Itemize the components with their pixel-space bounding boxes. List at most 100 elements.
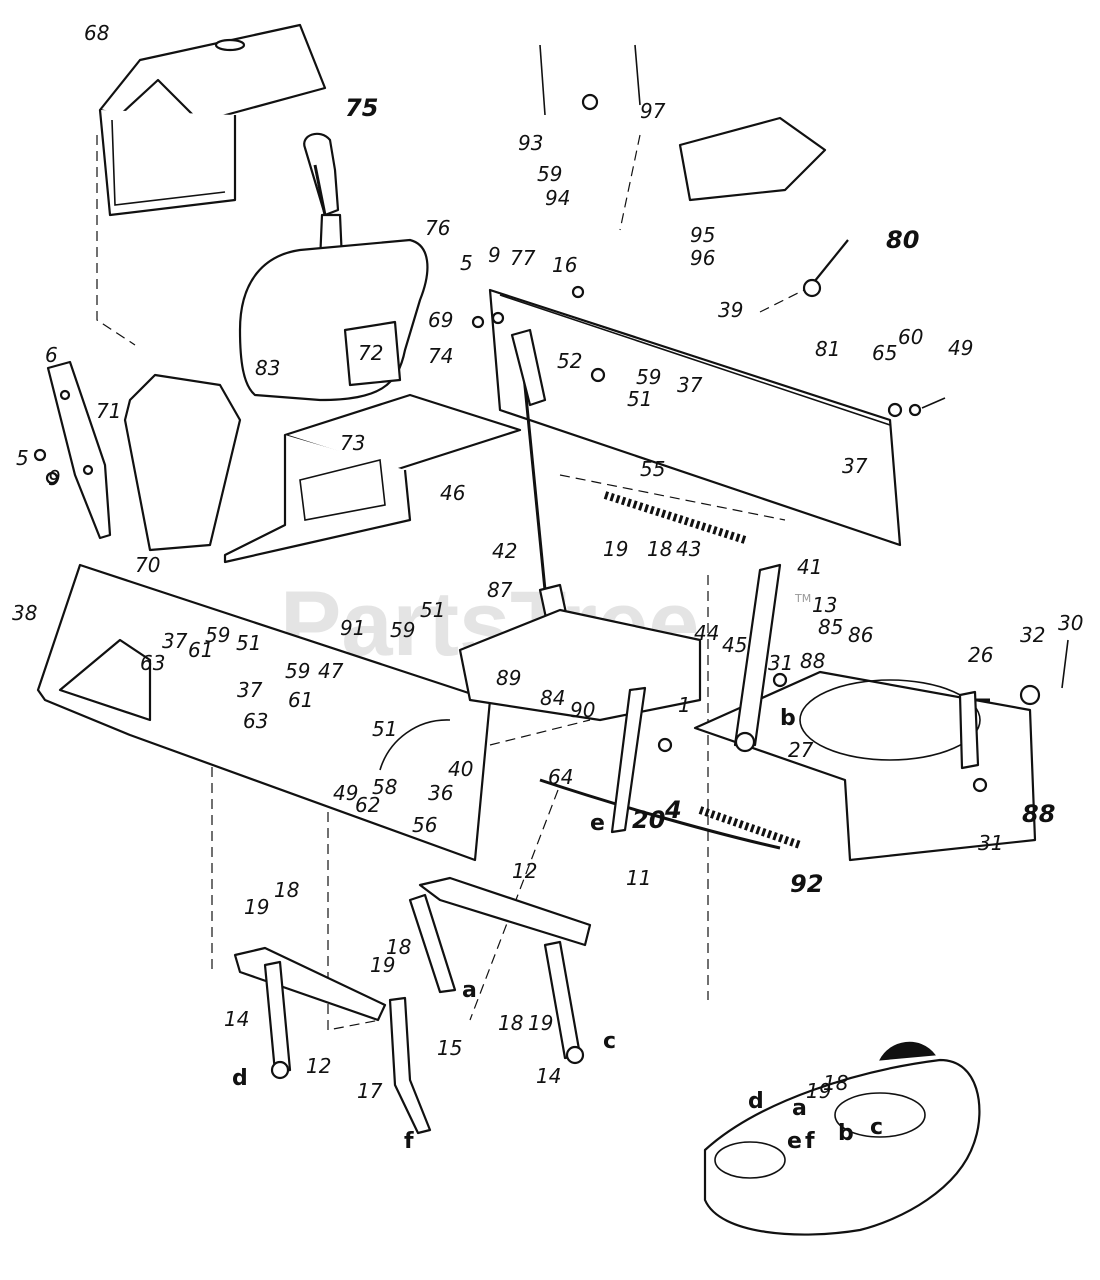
label-letter-c: c	[603, 1029, 616, 1054]
part-17-arm	[388, 996, 432, 1135]
part-39-cross-bar	[488, 288, 902, 547]
label-18-lower-left: 18	[274, 878, 299, 902]
part-6-bracket	[46, 360, 112, 540]
label-14-right: 14	[536, 1064, 561, 1088]
part-15-arm	[408, 893, 457, 994]
label-72: 72	[358, 341, 383, 365]
label-17: 17	[357, 1079, 383, 1103]
label-63-lower: 63	[243, 709, 268, 733]
label-5-left: 5	[16, 446, 29, 470]
label-19-center: 19	[370, 953, 395, 977]
label-86: 86	[848, 623, 873, 647]
label-14-left: 14	[224, 1007, 249, 1031]
part-38-side-panel	[36, 563, 492, 862]
label-55: 55	[640, 457, 665, 481]
label-59-left: 59	[205, 623, 230, 647]
label-58: 58	[372, 775, 397, 799]
label-59-lower: 59	[285, 659, 310, 683]
label-80: 80	[886, 226, 919, 254]
label-77: 77	[510, 246, 536, 270]
label-70: 70	[135, 553, 160, 577]
label-93: 93	[518, 131, 543, 155]
label-deck-c: c	[870, 1115, 883, 1140]
label-18-deck: 18	[823, 1071, 848, 1095]
label-49-right: 49	[948, 336, 973, 360]
label-37-top: 37	[677, 373, 703, 397]
label-95: 95	[690, 223, 715, 247]
label-letter-a: a	[462, 978, 477, 1003]
watermark-trademark: TM	[794, 592, 811, 605]
label-51-center: 51	[420, 598, 445, 622]
label-9-left: 9	[48, 466, 61, 490]
label-65: 65	[872, 341, 897, 365]
label-74: 74	[428, 344, 453, 368]
label-letter-e: e	[590, 811, 605, 836]
label-71: 71	[96, 399, 121, 423]
label-31-mid: 31	[768, 651, 793, 675]
label-12-lower: 12	[306, 1054, 331, 1078]
label-59-center: 59	[390, 618, 415, 642]
label-38: 38	[12, 601, 37, 625]
part-20-link	[610, 686, 647, 834]
label-19-mid: 19	[603, 537, 628, 561]
label-60: 60	[898, 325, 923, 349]
label-76: 76	[425, 216, 450, 240]
label-11: 11	[626, 866, 651, 890]
part-70-side-plate	[123, 373, 242, 552]
label-40: 40	[448, 757, 473, 781]
label-73: 73	[340, 431, 365, 455]
label-letter-b: b	[780, 706, 796, 731]
label-88-mid: 88	[800, 649, 825, 673]
label-87: 87	[487, 578, 513, 602]
label-56: 56	[412, 813, 437, 837]
hardware-items	[33, 44, 1069, 793]
label-63-left: 63	[140, 651, 165, 675]
label-deck-a: a	[792, 1096, 807, 1121]
label-75: 75	[345, 94, 378, 122]
label-19-lower-left: 19	[244, 895, 269, 919]
label-18-mid: 18	[647, 537, 672, 561]
part-41-lift-arm	[733, 563, 782, 753]
label-42: 42	[492, 539, 517, 563]
label-26: 26	[968, 643, 993, 667]
label-51-left: 51	[236, 631, 261, 655]
label-51-lower: 51	[372, 717, 397, 741]
label-deck-d: d	[748, 1089, 764, 1114]
label-36: 36	[428, 781, 453, 805]
label-51-mid: 51	[627, 387, 652, 411]
label-20: 20	[632, 806, 665, 834]
label-4: 4	[664, 796, 682, 824]
label-31-right: 31	[978, 831, 1003, 855]
label-91: 91	[340, 616, 365, 640]
label-49-lower: 49	[333, 781, 358, 805]
label-64: 64	[548, 765, 573, 789]
label-12-upper: 12	[512, 859, 537, 883]
label-69: 69	[428, 308, 453, 332]
label-deck-f: f	[805, 1129, 815, 1154]
label-83: 83	[255, 356, 280, 380]
label-52: 52	[557, 349, 582, 373]
label-81: 81	[815, 337, 840, 361]
part-76-fender	[238, 238, 429, 402]
label-62: 62	[355, 793, 380, 817]
label-19-deck: 19	[806, 1079, 831, 1103]
label-27: 27	[788, 738, 814, 762]
label-9-top: 9	[488, 243, 501, 267]
label-68: 68	[84, 21, 109, 45]
label-15: 15	[437, 1036, 462, 1060]
label-18-center: 18	[386, 935, 411, 959]
part-55-spring	[603, 491, 747, 544]
part-11-rod	[539, 778, 781, 850]
label-13: 13	[812, 593, 837, 617]
label-46: 46	[440, 481, 465, 505]
label-61-lower: 61	[288, 688, 313, 712]
label-59-mid: 59	[636, 365, 661, 389]
label-90: 90	[570, 698, 595, 722]
label-letter-d: d	[232, 1066, 248, 1091]
label-89: 89	[496, 666, 521, 690]
part-27-mounting-plate	[693, 670, 1037, 862]
label-85: 85	[818, 615, 843, 639]
label-41: 41	[797, 555, 822, 579]
